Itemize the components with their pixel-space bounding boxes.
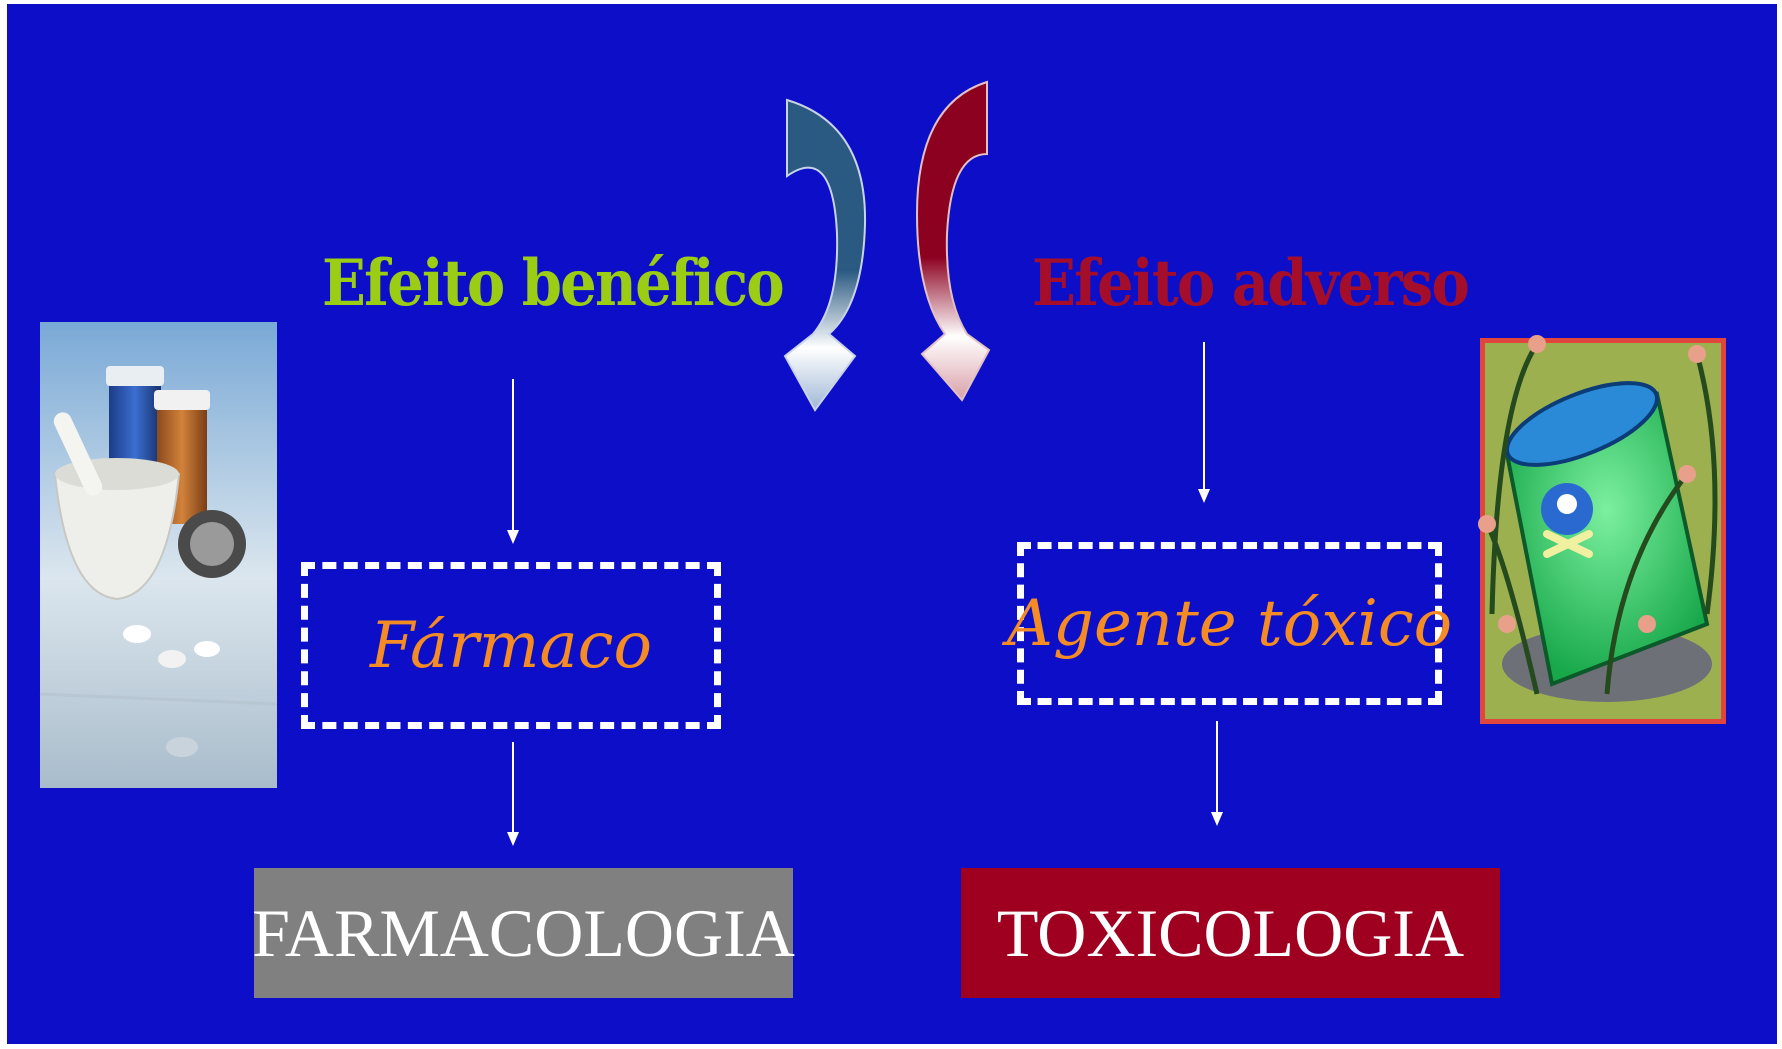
pharmacy-image <box>39 80 1726 846</box>
curved-arrow-blue-icon <box>783 98 867 412</box>
toxicology-box: TOXICOLOGIA <box>961 868 1500 998</box>
pharmacy-photo <box>39 322 278 788</box>
beneficial-effect-heading: Efeito benéfico <box>322 246 785 321</box>
adverse-effect-heading: Efeito adverso <box>1032 246 1470 321</box>
toxic-agent-label: Agente tóxico <box>1006 586 1453 661</box>
arrow-heading-to-farmaco <box>507 379 519 544</box>
drug-label: Fármaco <box>369 608 653 683</box>
curved-arrow-red-icon <box>915 80 991 402</box>
arrow-heading-to-agente <box>1198 342 1210 503</box>
arrow-agente-to-toxicologia <box>1211 721 1223 826</box>
toxic-barrel-clipart <box>1478 335 1726 724</box>
arrow-farmaco-to-farmacologia <box>507 742 519 846</box>
toxic-agent-box: Agente tóxico <box>1007 542 1452 705</box>
pharmacology-box: FARMACOLOGIA <box>252 868 795 998</box>
slide: Efeito benéfico Efeito adverso Fármaco A… <box>7 4 1777 1044</box>
drug-box: Fármaco <box>301 562 721 729</box>
